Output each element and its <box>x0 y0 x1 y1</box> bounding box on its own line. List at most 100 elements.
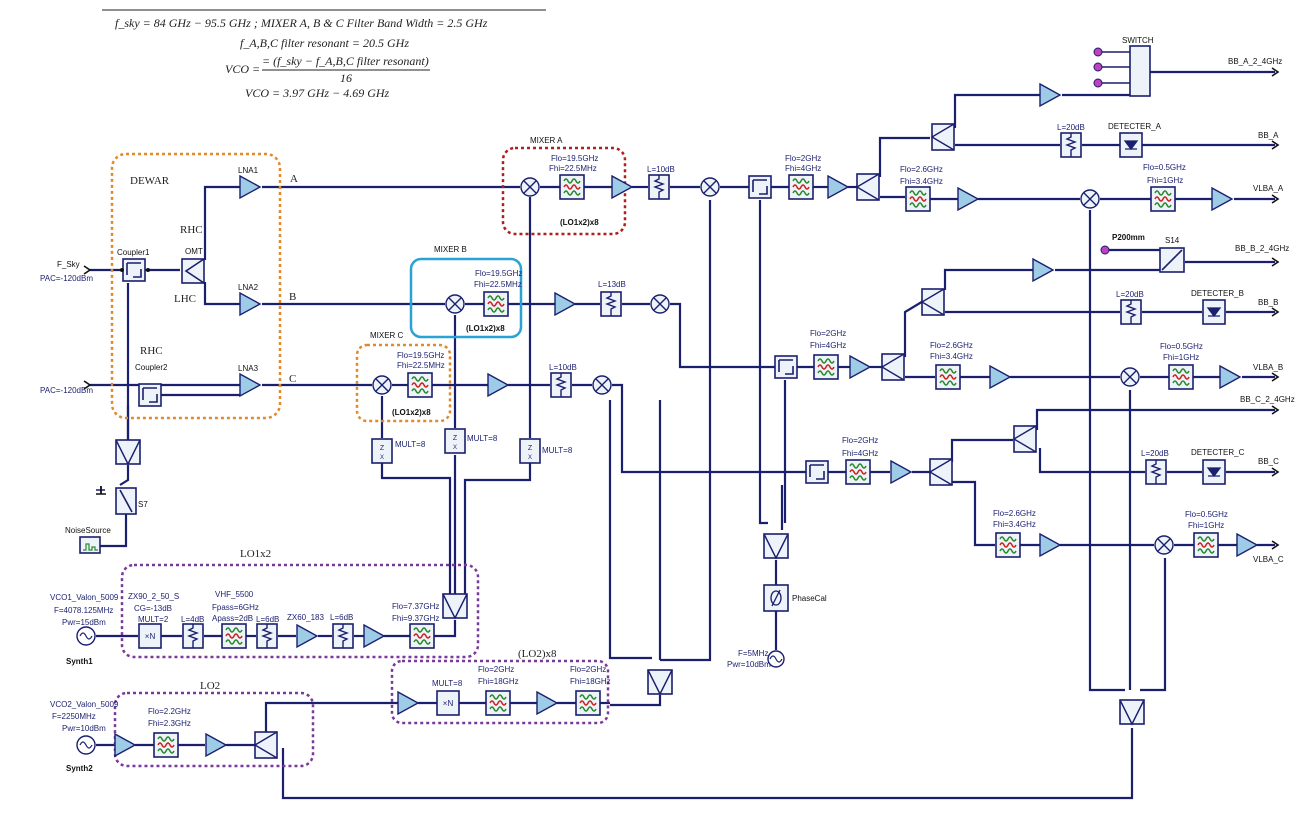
p200-port-icon[interactable] <box>1100 245 1110 255</box>
lo2x8-amp2-icon[interactable] <box>536 691 558 715</box>
mixer-b-filter-icon[interactable] <box>483 291 509 317</box>
lo-combiner-if-icon[interactable] <box>647 669 673 695</box>
dewar-combiner-icon[interactable] <box>115 439 141 465</box>
atten-b-icon[interactable] <box>600 291 622 317</box>
bpf2-a-icon[interactable] <box>905 186 931 212</box>
det-atten-b-icon[interactable] <box>1120 299 1142 325</box>
atten-a-icon[interactable] <box>648 174 670 200</box>
lo2-bpf-icon[interactable] <box>153 732 179 758</box>
lna3-icon[interactable] <box>239 373 261 397</box>
detector-c-icon[interactable] <box>1202 459 1226 485</box>
mult2-label: MULT=2 <box>138 615 169 624</box>
mixer-a-amp-icon[interactable] <box>611 175 633 199</box>
lo1-divider-icon[interactable] <box>442 593 468 619</box>
bb-amp-b-icon[interactable] <box>1032 258 1054 282</box>
bb-amp-a-icon[interactable] <box>1039 83 1061 107</box>
lna1-icon[interactable] <box>239 175 261 199</box>
mixer-c-filter-icon[interactable] <box>407 372 433 398</box>
if-coupler-b-icon[interactable] <box>774 355 798 379</box>
if-bpf-a-icon[interactable] <box>788 174 814 200</box>
mixer-b-icon[interactable] <box>445 294 465 314</box>
lo2x8-amp1-icon[interactable] <box>397 691 419 715</box>
bpf3-a-icon[interactable] <box>1150 186 1176 212</box>
mixer-c-icon[interactable] <box>372 375 392 395</box>
bb-mixer-a-icon[interactable] <box>1080 189 1100 209</box>
lo2x8-bpf2-icon[interactable] <box>575 690 601 716</box>
coupler2-icon[interactable] <box>138 383 162 407</box>
bb-splitter-a-icon[interactable] <box>931 123 955 151</box>
detector-b-icon[interactable] <box>1202 299 1226 325</box>
amp2-a-icon[interactable] <box>957 187 979 211</box>
omt-icon[interactable] <box>181 258 205 284</box>
mult-c-icon[interactable] <box>371 438 393 464</box>
lo1-atten-6db-b-icon[interactable] <box>332 623 354 649</box>
amp3-b-icon[interactable] <box>1219 365 1241 389</box>
if-amp-b-icon[interactable] <box>849 355 871 379</box>
lo-combiner-bb-icon[interactable] <box>1119 699 1145 725</box>
if-coupler-c-icon[interactable] <box>805 460 829 484</box>
lo1-atten-6db-a-icon[interactable] <box>256 623 278 649</box>
lo2-amp1-icon[interactable] <box>114 733 136 757</box>
vhf5500-filter-icon[interactable] <box>221 623 247 649</box>
switch-port-1-icon[interactable] <box>1093 47 1103 57</box>
if-bpf-b-icon[interactable] <box>813 354 839 380</box>
bb-mixer-c-icon[interactable] <box>1154 535 1174 555</box>
zx60-amp-icon[interactable] <box>296 624 318 648</box>
vco1-label: VCO1_Valon_5009 <box>50 593 119 602</box>
mixer-c-amp-icon[interactable] <box>487 373 509 397</box>
bpf2-c-icon[interactable] <box>995 532 1021 558</box>
if-mixer-a-icon[interactable] <box>700 177 720 197</box>
switch-port-3-icon[interactable] <box>1093 78 1103 88</box>
bpf3-b-icon[interactable] <box>1168 364 1194 390</box>
bpf2-b-icon[interactable] <box>935 364 961 390</box>
if-bpf-c-icon[interactable] <box>845 459 871 485</box>
lo1-atten-4db-icon[interactable] <box>182 623 204 649</box>
amp2-c-icon[interactable] <box>1039 533 1061 557</box>
equation-vco-range: VCO = 3.97 GHz − 4.69 GHz <box>245 86 390 100</box>
phasecal-combiner-icon[interactable] <box>763 533 789 559</box>
det-atten-c-label: L=20dB <box>1141 449 1169 458</box>
lo1-amp-icon[interactable] <box>363 624 385 648</box>
if-mixer-c-icon[interactable] <box>592 375 612 395</box>
if-amp-a-icon[interactable] <box>827 175 849 199</box>
if-mixer-b-icon[interactable] <box>650 294 670 314</box>
amp3-a-icon[interactable] <box>1211 187 1233 211</box>
mult-b-icon[interactable] <box>519 438 541 464</box>
lo2x8-bpf1-icon[interactable] <box>485 690 511 716</box>
bb-splitter-c-icon[interactable] <box>1013 425 1037 453</box>
bb-mixer-b-icon[interactable] <box>1120 367 1140 387</box>
mixer-a-filter-icon[interactable] <box>559 174 585 200</box>
fsky-port-icon[interactable] <box>83 265 91 275</box>
detector-a-icon[interactable] <box>1119 132 1143 158</box>
bpf3-c-fhi: Fhi=1GHz <box>1188 521 1224 530</box>
if-splitter-c-icon[interactable] <box>929 458 953 486</box>
det-atten-a-icon[interactable] <box>1060 132 1082 158</box>
mixer-b-amp-icon[interactable] <box>554 292 576 316</box>
lo2-splitter-icon[interactable] <box>254 731 278 759</box>
if-coupler-a-icon[interactable] <box>748 175 772 199</box>
atten-c-icon[interactable] <box>550 372 572 398</box>
coupler1-icon[interactable] <box>122 258 146 282</box>
amp3-c-icon[interactable] <box>1236 533 1258 557</box>
amp2-b-icon[interactable] <box>989 365 1011 389</box>
if-splitter-b-icon[interactable] <box>881 353 905 381</box>
if-splitter-a-icon[interactable] <box>856 173 880 201</box>
lo1-bpf-icon[interactable] <box>409 623 435 649</box>
lo1-multiplier-icon[interactable] <box>138 623 162 649</box>
det-atten-c-icon[interactable] <box>1145 459 1167 485</box>
mixer-a-icon[interactable] <box>520 177 540 197</box>
if-amp-c-icon[interactable] <box>890 460 912 484</box>
vco2-freq: F=2250MHz <box>52 712 96 721</box>
lo2-amp2-icon[interactable] <box>205 733 227 757</box>
lna2-icon[interactable] <box>239 292 261 316</box>
bpf2-c-flo: Flo=2.6GHz <box>993 509 1036 518</box>
mult-a-icon[interactable] <box>444 428 466 454</box>
bb-splitter-b-icon[interactable] <box>921 288 945 316</box>
x8-fhi1: Fhi=18GHz <box>478 677 519 686</box>
lo2x8-multiplier-icon[interactable] <box>436 690 460 716</box>
bpf2-c-fhi: Fhi=3.4GHz <box>993 520 1036 529</box>
bpf3-c-icon[interactable] <box>1193 532 1219 558</box>
bpf2-a-fhi: Fhi=3.4GHz <box>900 177 943 186</box>
switch-icon[interactable] <box>1129 45 1151 97</box>
switch-port-2-icon[interactable] <box>1093 62 1103 72</box>
